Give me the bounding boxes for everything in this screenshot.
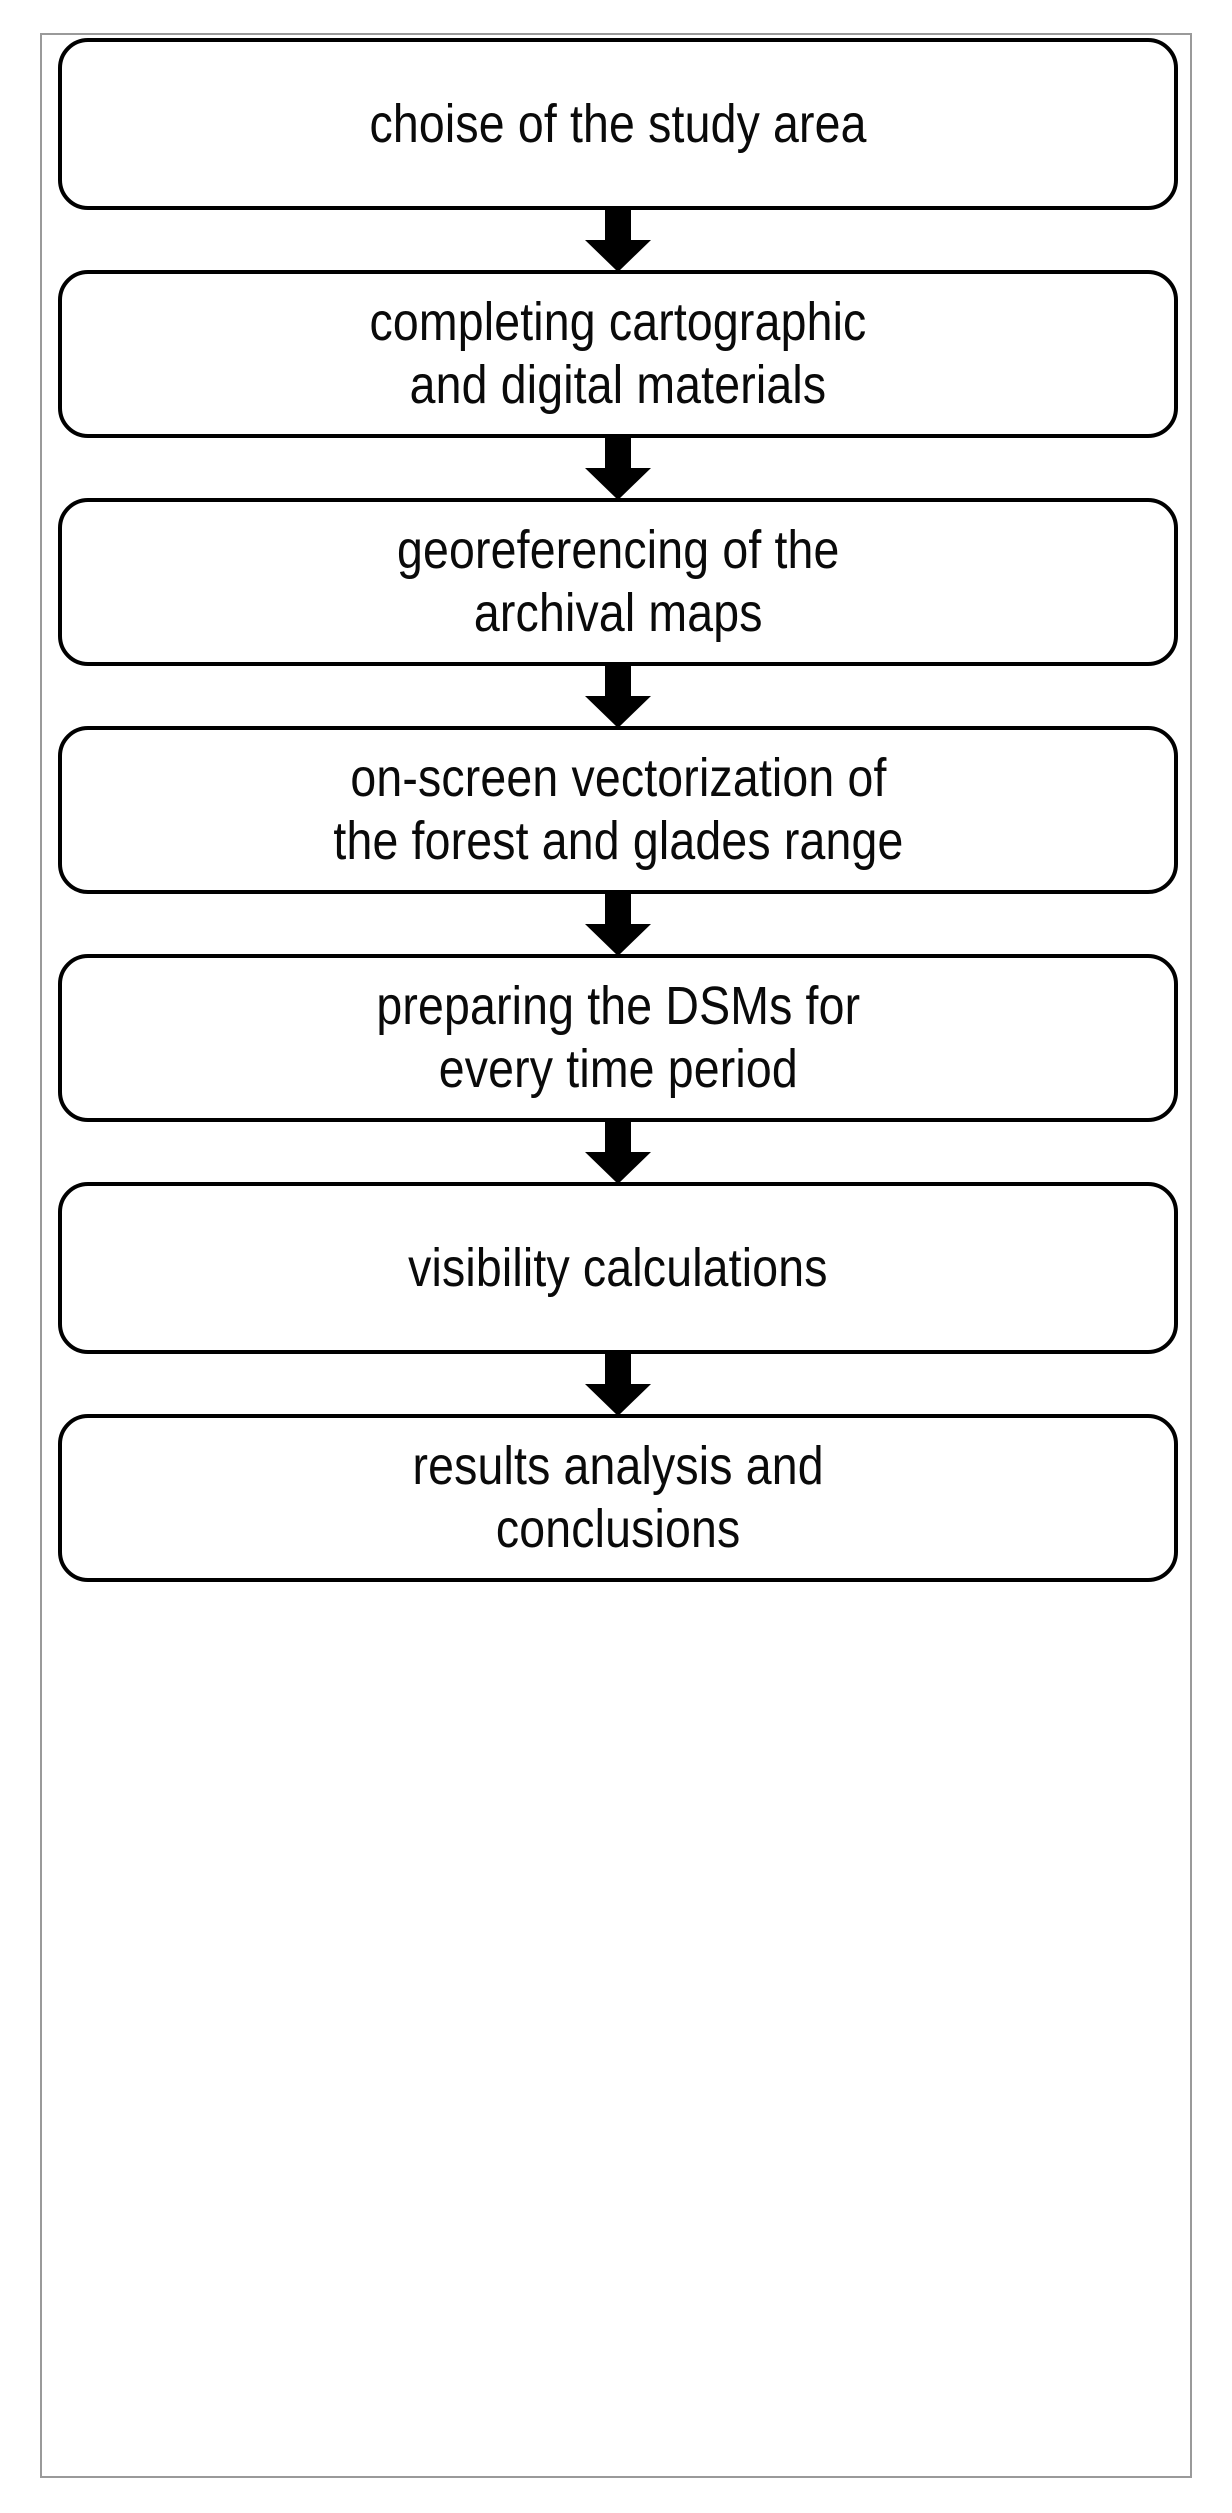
flow-node-visibility-calculations: visibility calculations	[58, 1182, 1178, 1354]
arrow-stem	[605, 1122, 631, 1154]
arrow-stem	[605, 210, 631, 242]
flow-arrow-4	[585, 894, 651, 956]
flow-node-on-screen-vectorization-of-the-forest-and-glades-range: on-screen vectorization of the forest an…	[58, 726, 1178, 894]
flow-node-choise-of-the-study-area: choise of the study area	[58, 38, 1178, 210]
arrow-head-down-icon	[585, 468, 651, 500]
arrow-head-down-icon	[585, 924, 651, 956]
flow-arrow-3	[585, 666, 651, 728]
arrow-head-down-icon	[585, 240, 651, 272]
flow-node-label: choise of the study area	[369, 93, 867, 154]
flow-arrow-2	[585, 438, 651, 500]
figure-frame: choise of the study area completing cart…	[40, 33, 1192, 2478]
flow-node-completing-cartographic-and-digital-materials: completing cartographic and digital mate…	[58, 270, 1178, 438]
flow-node-results-analysis-and-conclusions: results analysis and conclusions	[58, 1414, 1178, 1582]
flow-node-label: completing cartographic and digital mate…	[369, 292, 867, 415]
arrow-head-down-icon	[585, 696, 651, 728]
arrow-stem	[605, 438, 631, 470]
arrow-head-down-icon	[585, 1152, 651, 1184]
flow-node-label: georeferencing of the archival maps	[396, 520, 840, 643]
flow-arrow-1	[585, 210, 651, 272]
flow-node-label: preparing the DSMs for every time period	[376, 976, 860, 1099]
flow-arrow-6	[585, 1354, 651, 1416]
arrow-stem	[605, 666, 631, 698]
flow-node-label: on-screen vectorization of the forest an…	[332, 748, 904, 871]
flow-arrow-5	[585, 1122, 651, 1184]
arrow-head-down-icon	[585, 1384, 651, 1416]
arrow-stem	[605, 894, 631, 926]
flowchart-stack: choise of the study area completing cart…	[45, 38, 1191, 2477]
flow-node-georeferencing-of-the-archival-maps: georeferencing of the archival maps	[58, 498, 1178, 666]
arrow-stem	[605, 1354, 631, 1386]
flow-node-label: visibility calculations	[408, 1237, 828, 1298]
flow-node-preparing-the-dsms-for-every-time-period: preparing the DSMs for every time period	[58, 954, 1178, 1122]
flow-node-label: results analysis and conclusions	[412, 1436, 824, 1559]
